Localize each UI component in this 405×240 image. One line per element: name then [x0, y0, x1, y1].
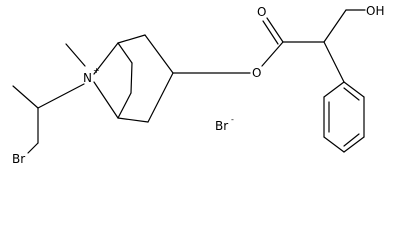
bond-n-ch	[37, 83, 85, 109]
bond-c2-c3	[144, 34, 174, 74]
bond-alpha-ipso	[323, 41, 345, 83]
bond-c4-bridgehead-bottom	[117, 117, 149, 123]
bond-carbonyl-double-a	[266, 17, 284, 43]
bond-o-carbonyl	[261, 41, 284, 67]
nitrogen-charge: +	[93, 66, 100, 75]
bond-bridgehead-top-c2	[117, 34, 146, 44]
ring-double-2	[343, 133, 360, 147]
bond-c3-c4	[147, 72, 174, 123]
bromine-substituent-label: Br	[12, 152, 25, 166]
bromide-ion-label: Br	[215, 119, 228, 133]
carbonyl-oxygen-label: O	[257, 5, 266, 19]
bond-bridge-bottom	[117, 92, 132, 119]
bond-ch2-br	[27, 142, 39, 154]
bromide-ion-charge: -	[231, 115, 234, 124]
bromopropyl-chain	[12, 83, 85, 154]
bond-carbonyl-double-b	[262, 20, 279, 45]
ring-bond-1	[343, 81, 365, 98]
ring-double-1	[343, 87, 360, 101]
bond-n-bridgehead-top	[93, 42, 119, 75]
phenyl-ring	[323, 41, 365, 153]
bond-bridge-top	[117, 42, 133, 64]
bond-n-bridgehead-bottom	[93, 81, 119, 119]
bond-alpha-ch2	[323, 9, 347, 43]
molecule-drawing: N + O O OH Br Br -	[12, 4, 384, 166]
hydroxyl-label: OH	[366, 4, 384, 18]
ring-bond-4	[323, 136, 345, 153]
nitrogen-label: N	[83, 71, 92, 85]
ester-oxygen-label: O	[252, 66, 261, 80]
ester-linkage	[172, 17, 325, 74]
ring-bond-6	[323, 81, 345, 98]
ring-bond-3	[343, 136, 365, 153]
tropane-core	[93, 34, 174, 123]
structure-diagram: N + O O OH Br Br -	[12, 4, 384, 166]
bond-ch-methyl	[12, 85, 39, 109]
bond-n-methyl	[65, 43, 86, 67]
bond-bridge-mid	[130, 62, 133, 94]
